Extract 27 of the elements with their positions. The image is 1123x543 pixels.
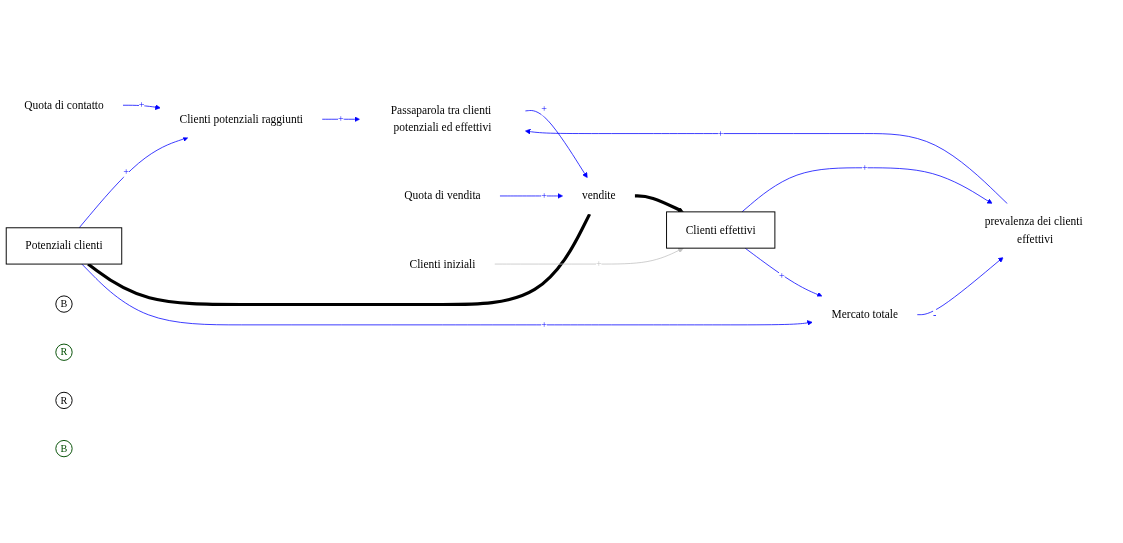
node-text: Quota di contatto — [24, 98, 104, 111]
connector — [87, 212, 592, 306]
edge-label: + — [541, 189, 547, 201]
edge-label: + — [595, 257, 602, 269]
arrow — [634, 193, 684, 212]
edge-label: + — [541, 102, 547, 114]
node-circle: B — [55, 439, 73, 457]
edge-label: + — [717, 127, 724, 139]
edge-label: + — [779, 269, 785, 281]
edge-label: + — [123, 165, 130, 177]
node-text: Passaparola tra clienti potenziali ed effettivi — [390, 103, 492, 134]
edge-label: + — [861, 161, 868, 173]
edge-label: + — [338, 113, 344, 124]
node-text: Quota di vendita — [404, 188, 481, 202]
node-text: Clienti potenziali raggiunti — [179, 112, 304, 125]
node-circle: R — [55, 391, 73, 409]
node-text: Mercato totale — [831, 307, 899, 321]
edge-label: + — [138, 99, 145, 110]
node-circle: B — [55, 295, 73, 313]
edge-label: - — [933, 308, 937, 320]
node-text: Clienti iniziali — [409, 256, 476, 270]
node-box: Potenziali clienti — [5, 226, 123, 265]
node-text: prevalenza dei clienti effettivi — [984, 214, 1083, 245]
node-box: Clienti effettivi — [666, 210, 776, 249]
node-circle: R — [55, 343, 73, 361]
node-text: vendite — [581, 188, 616, 202]
edge-label: + — [541, 318, 547, 330]
